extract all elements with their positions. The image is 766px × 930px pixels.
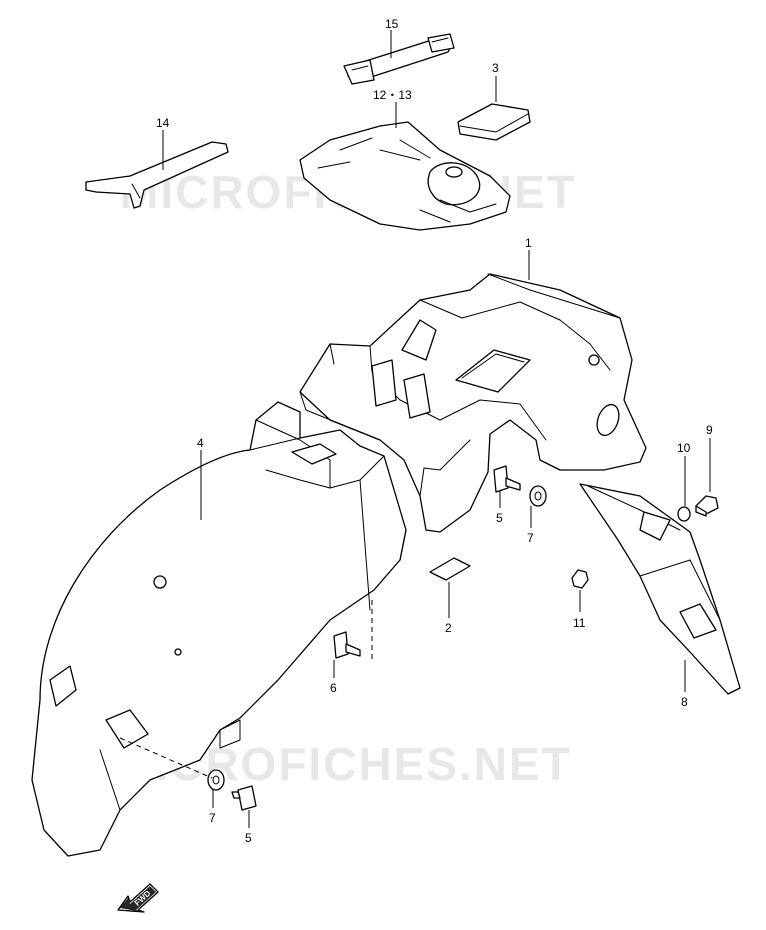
part-10-washer <box>677 506 691 522</box>
part-5-bolt-lower <box>231 785 257 811</box>
callout-2: 2 <box>445 621 452 635</box>
callout-1: 1 <box>525 236 532 250</box>
callout-14: 14 <box>156 116 170 130</box>
part-8-side-panel <box>579 483 741 695</box>
part-5-bolt-upper <box>493 465 521 493</box>
part-7-grommet-lower <box>207 769 225 791</box>
callout-9: 9 <box>706 423 713 437</box>
part-7-grommet-upper <box>529 485 547 507</box>
part-1-rear-tray <box>299 273 647 533</box>
callout-7-lower: 7 <box>209 811 216 825</box>
leader-lines <box>162 30 711 828</box>
callout-11: 11 <box>573 616 586 630</box>
callout-3: 3 <box>492 61 499 75</box>
part-15-strap <box>343 33 455 85</box>
part-11-nut <box>571 569 589 589</box>
part-2-plate <box>429 557 471 581</box>
callout-5-upper: 5 <box>496 511 503 525</box>
part-4-rear-fender <box>31 401 407 857</box>
callout-5-lower: 5 <box>245 831 252 845</box>
callout-15: 15 <box>385 17 399 31</box>
callout-6: 6 <box>330 681 337 695</box>
callout-8: 8 <box>681 695 688 709</box>
callout-12-13: 12・13 <box>373 88 412 102</box>
part-12-13-tool-bag <box>299 121 511 231</box>
part-3-pad <box>457 103 531 141</box>
callout-4: 4 <box>197 436 204 450</box>
part-14-spanner <box>85 141 229 209</box>
fwd-arrow-icon: FWD <box>117 883 159 913</box>
part-9-screw <box>695 495 719 517</box>
callout-7-upper: 7 <box>527 531 534 545</box>
assembly-line-lower <box>119 737 213 779</box>
callout-10: 10 <box>677 441 691 455</box>
part-6-bolt <box>333 631 361 659</box>
